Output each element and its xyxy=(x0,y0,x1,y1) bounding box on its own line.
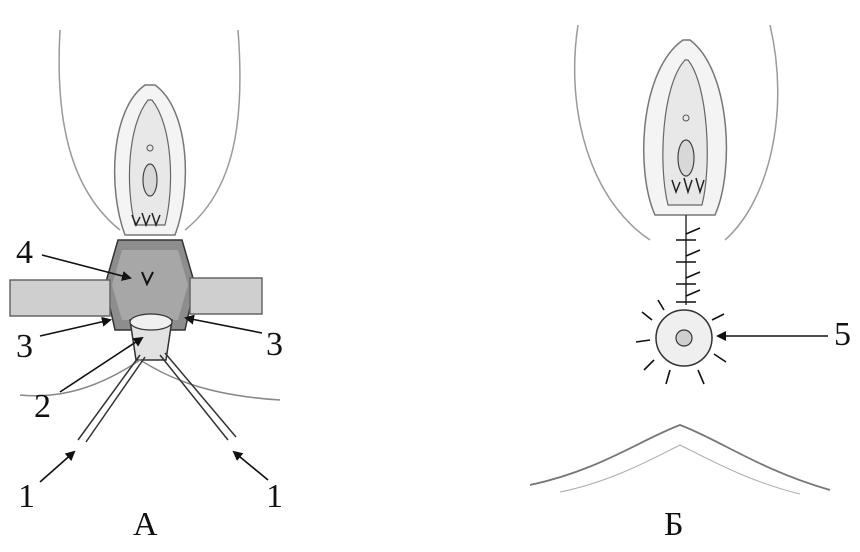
arrow-3-left xyxy=(40,320,110,336)
buttocks-b xyxy=(530,425,830,490)
callout-1-right: 1 xyxy=(266,480,283,514)
rectal-stump-top xyxy=(130,314,172,330)
callout-5: 5 xyxy=(834,318,851,352)
retractor-left xyxy=(10,280,110,316)
retractor-right xyxy=(190,278,262,314)
arrow-3-right xyxy=(186,318,262,333)
arrow-1-left xyxy=(40,452,74,482)
buttocks-b-inner xyxy=(560,445,800,494)
wound-shading xyxy=(112,250,188,320)
neo-anus-center xyxy=(676,330,692,346)
right-thigh-contour-b xyxy=(725,25,778,240)
callout-4: 4 xyxy=(16,236,33,270)
right-thigh-contour xyxy=(185,30,240,230)
left-thigh-contour-b xyxy=(575,25,650,240)
callout-1-left: 1 xyxy=(18,480,35,514)
drain-tube-right-2 xyxy=(165,353,236,437)
panel-b-drawing xyxy=(530,25,830,494)
left-thigh-contour xyxy=(59,30,120,230)
buttocks-a xyxy=(20,360,280,400)
arrow-1-right xyxy=(234,452,268,480)
drain-tube-right xyxy=(160,355,228,440)
panel-label-a: А xyxy=(133,508,158,542)
orifice-a xyxy=(143,164,157,196)
callout-3-right: 3 xyxy=(266,328,283,362)
arrow-2 xyxy=(60,338,142,392)
callout-3-left: 3 xyxy=(16,330,33,364)
orifice-b xyxy=(678,140,694,176)
perineal-sutures xyxy=(676,228,700,302)
panel-label-b: Б xyxy=(664,508,684,542)
drain-tube-left xyxy=(78,355,140,440)
callout-2: 2 xyxy=(34,390,51,424)
